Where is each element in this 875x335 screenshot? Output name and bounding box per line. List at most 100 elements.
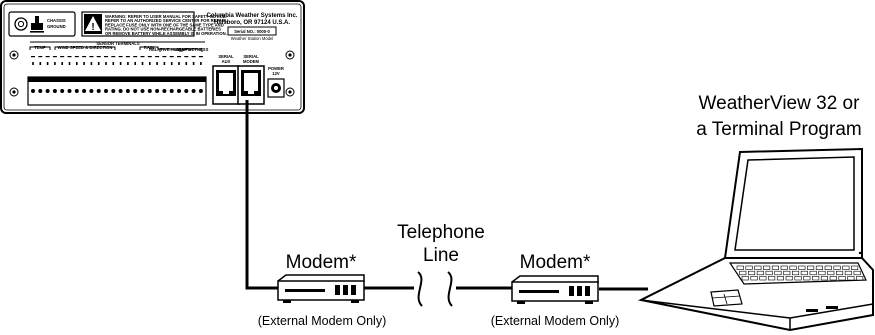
warning-label: ! WARNING: REFER TO USER MANUAL FOR SAFE… [81, 11, 227, 37]
terminal-screw [52, 89, 57, 93]
pin-mark [134, 62, 136, 65]
pin-mark [185, 62, 188, 65]
keyboard-key [780, 265, 788, 270]
pin-tick [111, 56, 116, 58]
keyboard-key [745, 265, 753, 270]
keyboard-key [851, 265, 859, 270]
pin-tick [67, 56, 72, 58]
terminal-screw [162, 89, 167, 93]
keyboard-key [756, 270, 764, 276]
keyboard-key [739, 270, 747, 276]
pin-tick [89, 56, 94, 58]
keyboard-key [768, 276, 776, 281]
group-wind: WIND SPEED & DIRECTION [58, 45, 113, 50]
chassis-text: CHASSIS [47, 18, 66, 23]
ground-text: GROUND [47, 24, 66, 29]
pin-tick [96, 56, 101, 58]
pin-mark [39, 62, 42, 65]
pin-mark [90, 62, 93, 65]
terminal-screw [184, 89, 189, 93]
serial-modem-label-1: SERIAL [243, 54, 259, 59]
keyboard-key [809, 270, 817, 276]
keyboard-key [820, 276, 829, 281]
keyboard-key [794, 276, 802, 281]
terminal-screw [82, 89, 87, 93]
pin-mark [156, 62, 158, 65]
group-temp: TEMP [34, 45, 46, 50]
keyboard-key [827, 270, 835, 276]
keyboard-key [741, 276, 749, 281]
pin-tick [162, 56, 167, 58]
serial-modem-port[interactable] [237, 65, 265, 105]
pin-mark [127, 62, 129, 65]
telephone-label-line-1: Telephone [397, 222, 485, 243]
modem-right-note: (External Modem Only) [491, 314, 620, 328]
serial-modem-label-2: MODEM [243, 59, 260, 64]
terminal-screw [125, 89, 130, 93]
pin-tick [147, 56, 152, 58]
modem-left-label: Modem* [286, 252, 357, 273]
serial-aux-port[interactable] [212, 65, 240, 105]
modem-right-label: Modem* [520, 252, 591, 273]
terminal-screws [31, 89, 203, 93]
power-jack[interactable] [267, 78, 285, 98]
pin-tick [104, 56, 108, 58]
sensor-terminals-label: SENSOR TERMINALS [96, 41, 139, 46]
pin-mark [119, 62, 122, 65]
panel-screw-bottom-left [9, 87, 19, 97]
pin-tick [82, 56, 87, 58]
station-to-modem-cable [245, 100, 278, 290]
panel-screw-bottom-right [285, 87, 295, 97]
keyboard-key [803, 276, 811, 281]
keyboard-key [833, 265, 841, 270]
terminal-screw [147, 89, 152, 93]
keyboard-key [759, 276, 767, 281]
terminal-screw [38, 89, 43, 93]
terminal-screw [118, 89, 123, 93]
pin-tick [74, 56, 79, 58]
terminal-screw [140, 89, 145, 93]
pin-mark [97, 62, 100, 65]
pin-mark [170, 62, 173, 65]
pin-mark [141, 62, 144, 65]
computer-label-line-2: a Terminal Program [696, 119, 861, 140]
phone-line-break-2 [447, 271, 453, 307]
warning-line-5: OR REMOVE BATTERY WHILE ASSEMBLY IS IN O… [105, 31, 227, 36]
pin-mark [76, 62, 78, 65]
keyboard-key [798, 265, 806, 270]
pin-mark [105, 62, 107, 65]
modem-right [511, 275, 599, 304]
terminal-screw [67, 89, 72, 93]
keyboard-key [791, 270, 800, 276]
pin-mark [68, 62, 71, 65]
pin-tick [198, 56, 203, 58]
pin-mark [163, 62, 166, 65]
keyboard-key [754, 265, 762, 270]
keyboard-key [750, 276, 758, 281]
pin-tick [31, 56, 35, 58]
laptop-keyboard [736, 265, 864, 281]
terminal-screw [74, 89, 79, 93]
keyboard-key [842, 265, 850, 270]
ground-hand-icon [30, 16, 44, 33]
company-address: Hillsboro, OR 97124 U.S.A. [214, 20, 290, 26]
terminal-screw [177, 89, 181, 93]
keyboard-key [818, 270, 826, 276]
keyboard-key [800, 270, 808, 276]
computer-label-line-1: WeatherView 32 or [699, 93, 861, 114]
pin-mark [200, 62, 202, 65]
terminal-group-labels: TEMP WIND SPEED & DIRECTION RAIN RELATIV… [29, 45, 209, 52]
chassis-ground-label: CHASSIS GROUND [8, 11, 76, 37]
serial-aux-label-2: AUX [222, 59, 231, 64]
keyboard-key [824, 265, 832, 270]
terminal-screw [111, 89, 116, 93]
pin-mark [61, 62, 63, 65]
keyboard-key [783, 270, 791, 276]
terminal-screw [169, 89, 174, 93]
panel-screw-top-right [285, 50, 295, 60]
keyboard-key [856, 276, 864, 281]
weather-station-panel: CHASSIS GROUND ! WARNING: REFER TO USER … [0, 0, 305, 114]
warning-line-3: REPLACE FUSE ONLY WITH ONE OF THE SAME T… [105, 22, 224, 27]
phone-line-break-1 [417, 271, 423, 307]
laptop-computer [637, 147, 874, 332]
